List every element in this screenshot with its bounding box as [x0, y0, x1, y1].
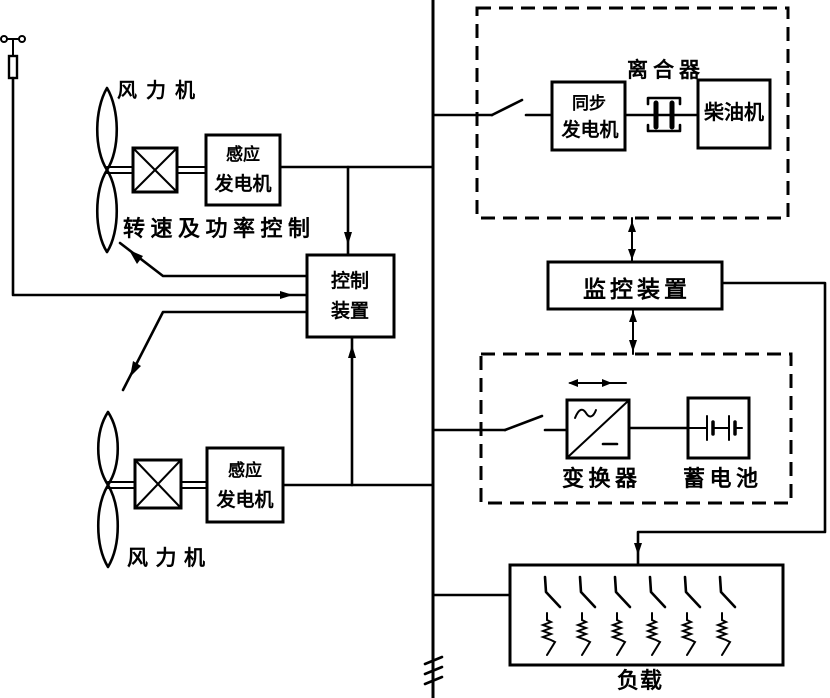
control-to-bottom-turbine-line	[121, 310, 309, 392]
arrowhead-up	[629, 311, 637, 322]
control-to-top-turbine-line	[118, 241, 309, 278]
storage-subsystem-frame	[479, 352, 793, 505]
clutch-icon	[646, 96, 682, 133]
blade-icon	[97, 410, 119, 487]
diesel-subsystem-frame	[475, 6, 790, 220]
resistor-icon	[540, 612, 557, 656]
control-device-label-line2: 装置	[330, 299, 369, 322]
converter-diagonal	[568, 401, 628, 457]
wind-turbine-bottom-label: 风力机	[127, 546, 205, 570]
resistor-icon	[575, 612, 592, 656]
converter-label: 变换器	[562, 466, 638, 492]
switch-icon	[578, 575, 597, 609]
resistor-icon	[645, 612, 662, 656]
resistor-icon	[715, 612, 732, 656]
load	[508, 563, 785, 667]
switch-icon	[613, 575, 632, 609]
power-flow-arrow	[568, 379, 627, 387]
arrowhead-up	[628, 221, 636, 232]
generator-label-line1: 感应	[226, 144, 260, 165]
load-label: 负载	[617, 668, 662, 694]
blade-icon	[95, 168, 119, 254]
anemometer-icon	[0, 35, 26, 80]
arrowhead-down-left	[130, 361, 141, 377]
blade-icon	[95, 86, 119, 172]
arrowhead-up-left	[129, 250, 143, 264]
sync-generator-label-line1: 同步	[572, 93, 606, 114]
switch-icon	[718, 575, 737, 609]
resistor-icon	[680, 612, 697, 656]
switch-icon	[543, 575, 562, 609]
battery-label: 蓄电池	[683, 467, 758, 492]
arrowhead-down	[344, 232, 352, 245]
control-device: 控制 装置	[305, 253, 396, 339]
gearbox-icon	[133, 458, 183, 510]
diesel-engine: 柴油机	[696, 78, 772, 150]
induction-generator-top: 感应 发电机	[204, 133, 282, 207]
load-branches	[540, 575, 737, 656]
switch-icon	[431, 98, 554, 117]
clutch-label: 离合器	[627, 58, 701, 82]
generator-label-line2: 发电机	[213, 172, 271, 195]
switch-icon	[683, 575, 702, 609]
load-branch	[715, 575, 737, 656]
load-branch	[610, 575, 632, 656]
arrowhead-down	[629, 340, 637, 352]
arrowhead-up	[348, 345, 356, 358]
generator-label-line2: 发电机	[215, 488, 273, 511]
converter	[565, 398, 631, 460]
gearbox-icon	[131, 146, 179, 194]
ac-symbol-icon	[574, 408, 597, 419]
switch-icon	[431, 414, 569, 432]
control-device-label-line1: 控制	[331, 269, 369, 292]
arrowhead-down	[634, 543, 642, 555]
sync-generator: 同步 发电机	[550, 80, 627, 152]
wind-turbine-top	[95, 86, 134, 254]
anemometer-signal-line	[11, 76, 309, 297]
sync-generator-label-line2: 发电机	[560, 118, 618, 141]
induction-generator-bottom: 感应 发电机	[205, 446, 285, 524]
battery-icon	[686, 396, 751, 460]
speed-power-control-label: 转速及功率控制	[123, 216, 310, 242]
wind-turbine-bottom	[96, 410, 136, 569]
load-branch	[645, 575, 667, 656]
monitor-device: 监控装置	[546, 260, 724, 311]
load-branch	[680, 575, 702, 656]
three-phase-bus-icon	[423, 655, 444, 686]
arrowhead-right	[280, 291, 293, 299]
diesel-engine-label: 柴油机	[703, 100, 764, 124]
load-branch	[540, 575, 562, 656]
resistor-icon	[610, 612, 627, 656]
blade-icon	[96, 483, 120, 569]
load-branch	[575, 575, 597, 656]
switch-icon	[648, 575, 667, 609]
wind-turbine-top-label: 风力机	[117, 78, 195, 102]
generator-label-line1: 感应	[228, 460, 262, 481]
arrowhead-down	[628, 249, 636, 260]
